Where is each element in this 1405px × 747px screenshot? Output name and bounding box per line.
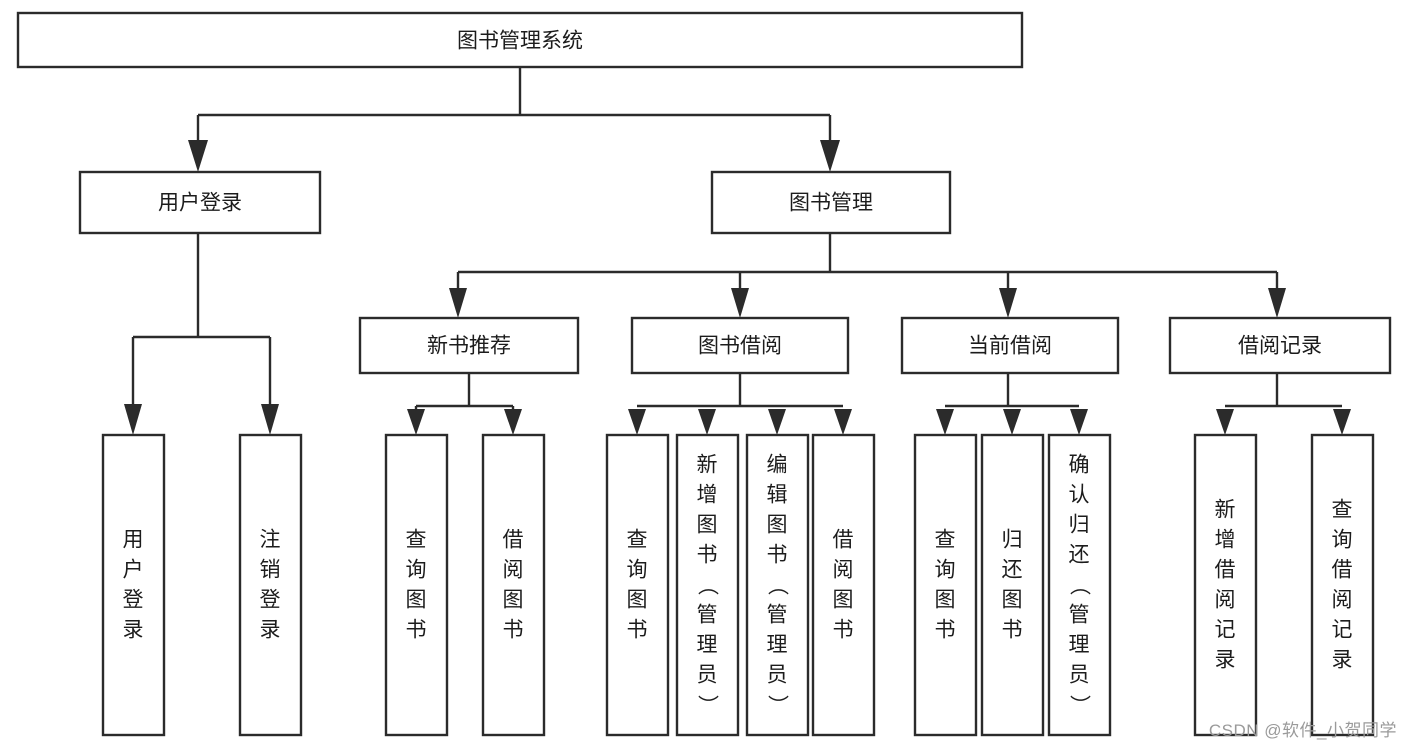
leaf-user-login-1-box[interactable] xyxy=(101,433,166,737)
leaf-current-3-label: 确认归还管理员 xyxy=(1069,454,1090,687)
leaf-current-2-label: 归还图书 xyxy=(1002,529,1023,642)
node-book-borrow-label: 图书借阅 xyxy=(698,335,782,358)
node-user-login-box[interactable] xyxy=(78,170,322,235)
leaf-current-3[interactable]: 确认归还管理员 （ ） xyxy=(1047,433,1112,737)
arrowhead-current-l2 xyxy=(1003,409,1021,435)
leaf-new-book-2-label: 借阅图书 xyxy=(503,529,524,642)
leaf-user-login-2[interactable]: 注销登录 xyxy=(238,433,303,737)
node-book-borrow-box[interactable] xyxy=(630,316,850,375)
svg-text:）: ） xyxy=(766,695,789,716)
arrowhead-borrow-l4 xyxy=(834,409,852,435)
leaf-borrow-4-label: 借阅图书 xyxy=(833,529,854,642)
svg-text:（: （ xyxy=(766,575,789,596)
connector-layer xyxy=(124,67,1351,435)
node-current-borrow-box[interactable] xyxy=(900,316,1120,375)
leaf-current-1-box[interactable] xyxy=(913,433,978,737)
leaf-new-book-1-label: 查询图书 xyxy=(406,529,427,642)
arrowhead-current-l1 xyxy=(936,409,954,435)
leaf-user-login-1[interactable]: 用户登录 xyxy=(101,433,166,737)
node-new-book-rec[interactable]: 新书推荐 xyxy=(358,316,580,375)
leaf-borrow-1-label: 查询图书 xyxy=(627,529,648,642)
svg-text:（: （ xyxy=(696,575,719,596)
leaf-record-2-label: 查询借阅记录 xyxy=(1332,499,1353,672)
leaf-borrow-1[interactable]: 查询图书 xyxy=(605,433,670,737)
leaf-record-2-box[interactable] xyxy=(1310,433,1375,737)
leaf-borrow-3-box[interactable] xyxy=(745,433,810,737)
node-user-login[interactable]: 用户登录 xyxy=(78,170,322,235)
node-current-borrow[interactable]: 当前借阅 xyxy=(900,316,1120,375)
arrowhead-new-book-l1 xyxy=(407,409,425,435)
node-current-borrow-label: 当前借阅 xyxy=(968,335,1052,358)
node-book-manage[interactable]: 图书管理 xyxy=(710,170,952,235)
arrowhead-new-book-l2 xyxy=(504,409,522,435)
arrowhead-record-l1 xyxy=(1216,409,1234,435)
leaf-current-1[interactable]: 查询图书 xyxy=(913,433,978,737)
leaf-record-1-box[interactable] xyxy=(1193,433,1258,737)
arrowhead-current-l3 xyxy=(1070,409,1088,435)
node-root-box[interactable] xyxy=(16,11,1024,69)
leaf-borrow-3-label: 编辑图书管理员 xyxy=(767,454,788,687)
node-book-borrow[interactable]: 图书借阅 xyxy=(630,316,850,375)
leaf-borrow-4-box[interactable] xyxy=(811,433,876,737)
arrowhead-new-book xyxy=(449,288,467,318)
node-borrow-record[interactable]: 借阅记录 xyxy=(1168,316,1392,375)
leaf-record-1-label: 新增借阅记录 xyxy=(1215,499,1236,672)
arrowhead-record-l2 xyxy=(1333,409,1351,435)
leaf-borrow-3[interactable]: 编辑图书管理员 （ ） xyxy=(745,433,810,737)
arrowhead-record xyxy=(1268,288,1286,318)
leaf-borrow-2-label: 新增图书管理员 xyxy=(697,454,718,687)
leaf-current-2[interactable]: 归还图书 xyxy=(980,433,1045,737)
node-root-label: 图书管理系统 xyxy=(457,30,583,53)
leaf-record-1[interactable]: 新增借阅记录 xyxy=(1193,433,1258,737)
arrowhead-borrow-l3 xyxy=(768,409,786,435)
arrowhead-borrow xyxy=(731,288,749,318)
arrowhead-borrow-l2 xyxy=(698,409,716,435)
leaf-borrow-4[interactable]: 借阅图书 xyxy=(811,433,876,737)
arrowhead-borrow-l1 xyxy=(628,409,646,435)
node-book-manage-label: 图书管理 xyxy=(789,192,873,215)
node-borrow-record-box[interactable] xyxy=(1168,316,1392,375)
arrowhead-user-login xyxy=(188,140,208,172)
leaf-borrow-2-box[interactable] xyxy=(675,433,740,737)
leaf-user-login-2-box[interactable] xyxy=(238,433,303,737)
leaf-new-book-1-box[interactable] xyxy=(384,433,449,737)
node-root[interactable]: 图书管理系统 xyxy=(16,11,1024,69)
leaf-new-book-2[interactable]: 借阅图书 xyxy=(481,433,546,737)
node-new-book-rec-label: 新书推荐 xyxy=(427,335,511,358)
leaf-user-login-1-label: 用户登录 xyxy=(123,529,144,642)
leaf-record-2[interactable]: 查询借阅记录 xyxy=(1310,433,1375,737)
arrowhead-user-login-leaf1 xyxy=(124,404,142,435)
leaf-user-login-2-label: 注销登录 xyxy=(260,529,281,642)
leaf-borrow-2[interactable]: 新增图书管理员 （ ） xyxy=(675,433,740,737)
arrowhead-user-login-leaf2 xyxy=(261,404,279,435)
leaf-current-2-box[interactable] xyxy=(980,433,1045,737)
node-book-manage-box[interactable] xyxy=(710,170,952,235)
leaf-new-book-1[interactable]: 查询图书 xyxy=(384,433,449,737)
arrowhead-book-manage xyxy=(820,140,840,172)
arrowhead-current xyxy=(999,288,1017,318)
leaf-new-book-2-box[interactable] xyxy=(481,433,546,737)
svg-text:）: ） xyxy=(696,695,719,716)
svg-text:（: （ xyxy=(1068,575,1091,596)
leaf-current-3-box[interactable] xyxy=(1047,433,1112,737)
node-user-login-label: 用户登录 xyxy=(158,192,242,215)
node-new-book-rec-box[interactable] xyxy=(358,316,580,375)
leaf-current-1-label: 查询图书 xyxy=(935,529,956,642)
node-borrow-record-label: 借阅记录 xyxy=(1238,335,1322,358)
leaf-borrow-1-box[interactable] xyxy=(605,433,670,737)
svg-text:）: ） xyxy=(1068,695,1091,716)
